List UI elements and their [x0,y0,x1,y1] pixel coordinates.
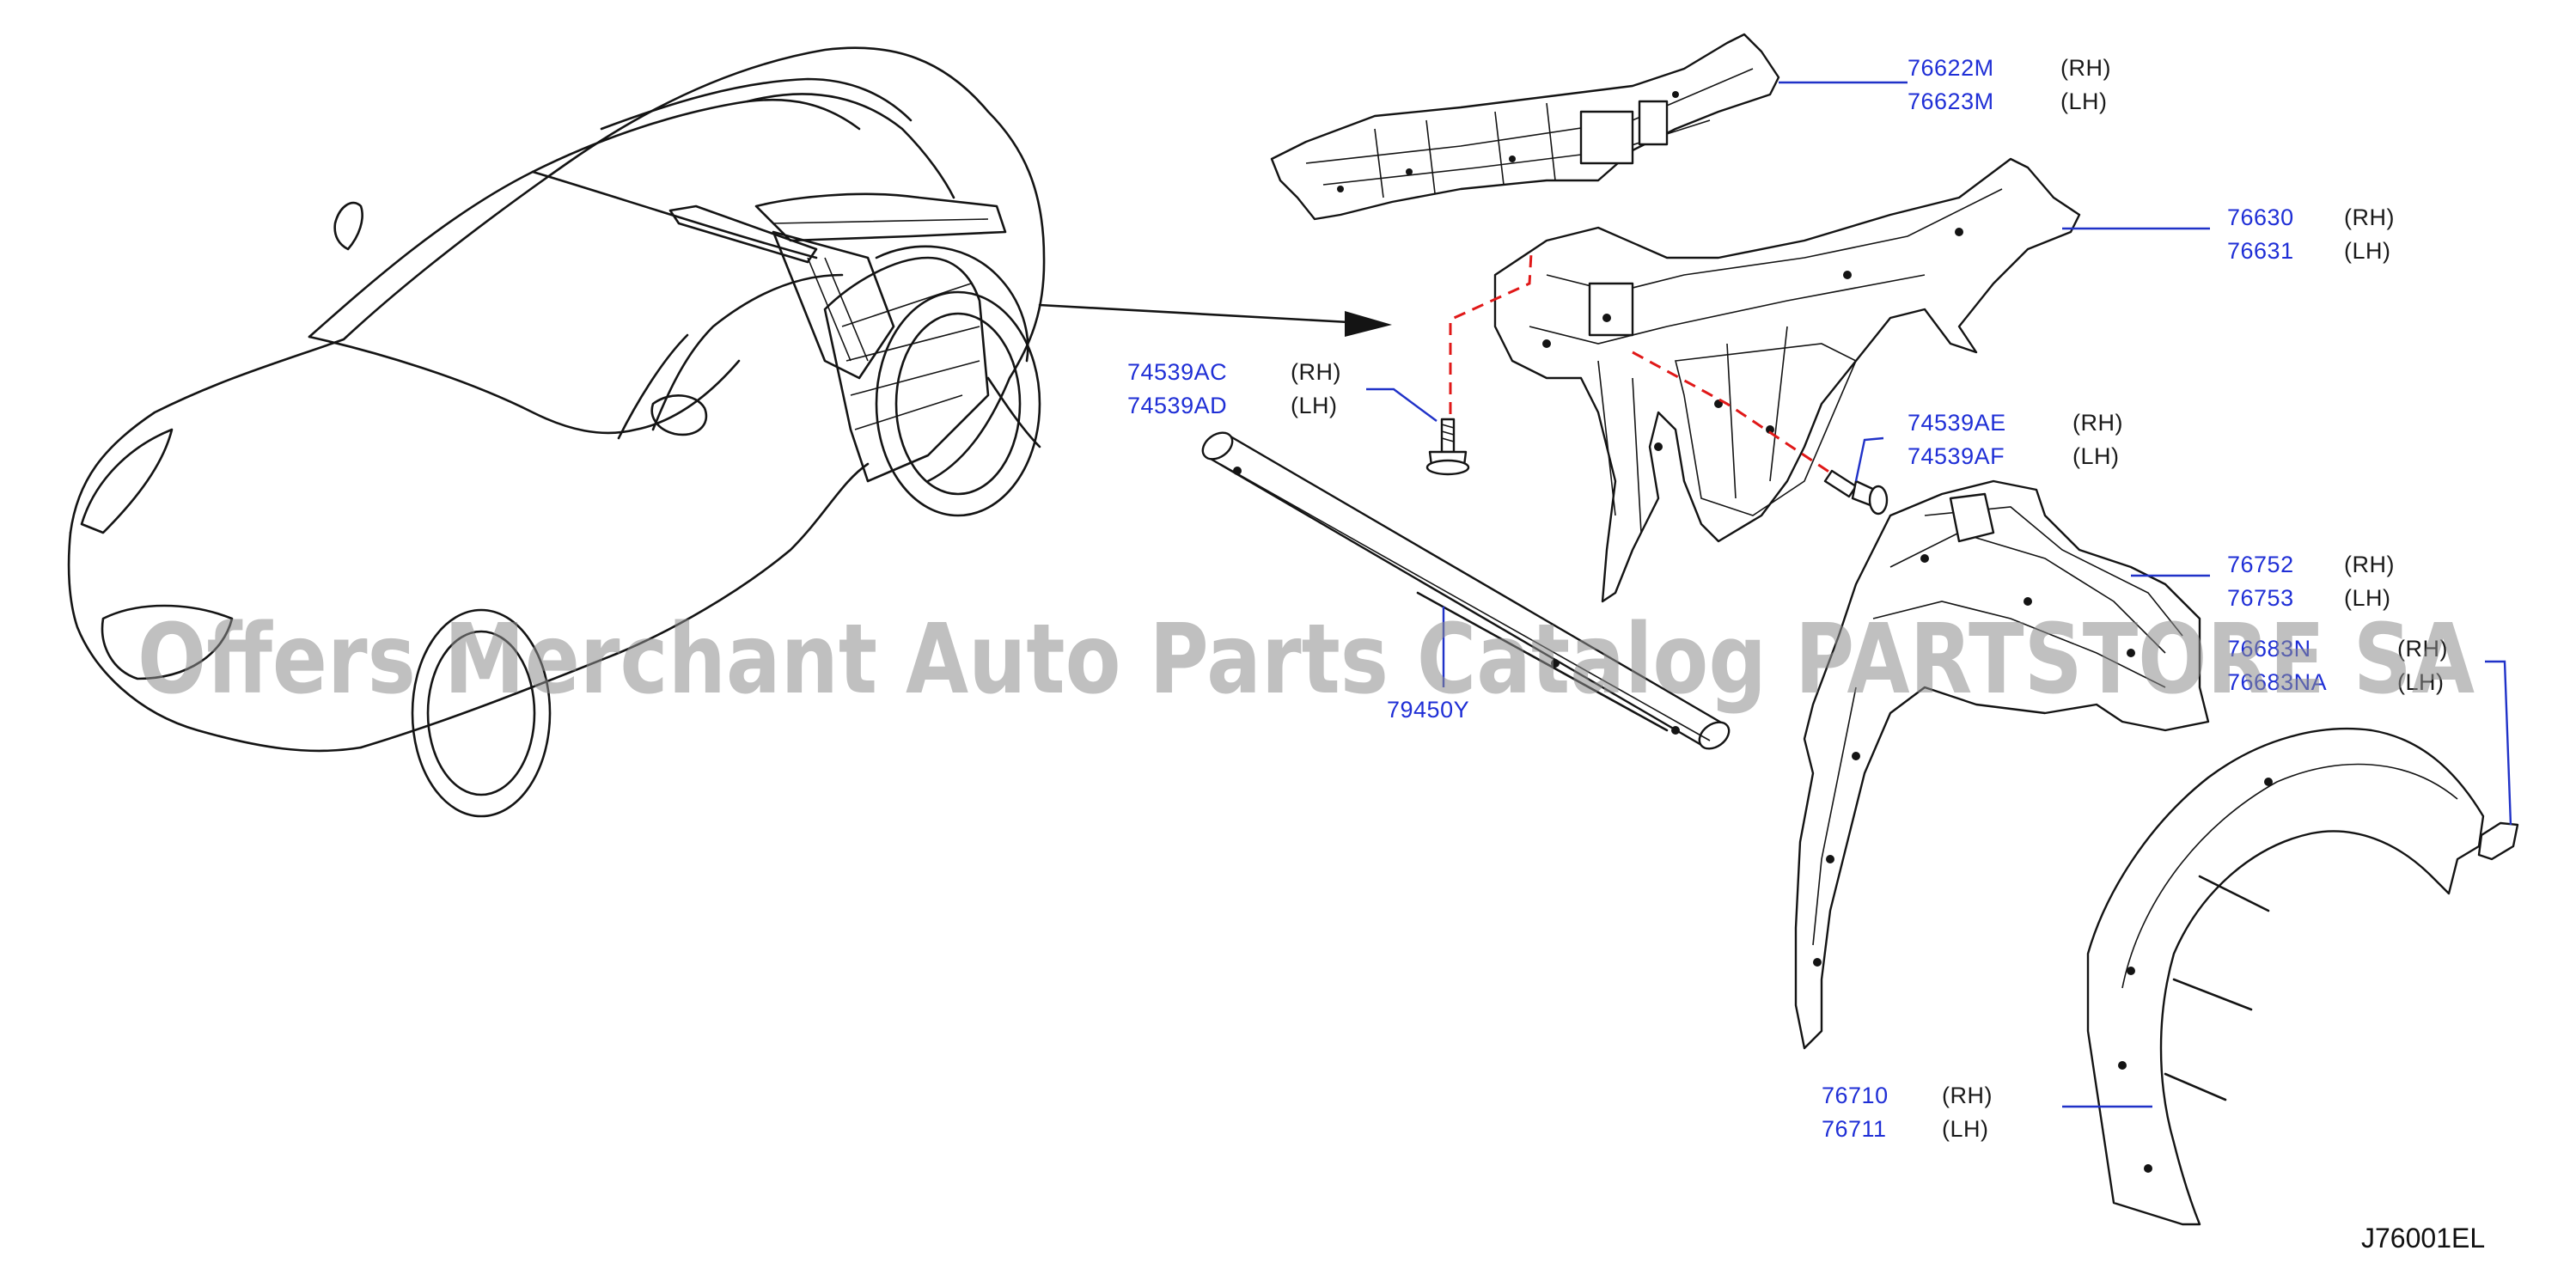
callout-74539ae: 74539AE (RH) [1908,410,2123,436]
part-number-74539ac: 74539AC [1127,359,1227,385]
side-label-rh: (RH) [2072,410,2123,436]
upper-rail-part-76622m [1270,33,1780,221]
side-label-lh: (LH) [2397,669,2445,695]
side-label-lh: (LH) [2072,443,2120,469]
callout-74539ad: 74539AD (LH) [1127,393,1338,418]
side-label-rh: (RH) [1291,359,1341,385]
callout-76752: 76752 (RH) [2227,552,2395,577]
part-number-76753: 76753 [2227,585,2294,611]
callout-74539af: 74539AF (LH) [1908,443,2120,469]
bolt-part-74539ac [1425,418,1470,476]
part-number-76683n: 76683N [2227,636,2311,662]
side-label-lh: (LH) [1291,393,1338,418]
side-label-lh: (LH) [1942,1116,1989,1142]
part-number-74539af: 74539AF [1908,443,2005,469]
diagram-code: J76001EL [2361,1223,2485,1254]
part-number-76631: 76631 [2227,238,2294,264]
pad-part-76683n [2477,821,2519,861]
side-label-lh: (LH) [2344,585,2391,611]
side-label-lh: (LH) [2344,238,2391,264]
callout-76753: 76753 (LH) [2227,585,2391,611]
callout-79450y: 79450Y [1387,697,1469,723]
callout-76683n: 76683N (RH) [2227,636,2448,662]
bolt-part-74539ae [1823,469,1889,515]
car-overview-illustration [67,46,1046,818]
callout-76622m: 76622M (RH) [1908,55,2111,81]
wheelhouse-outer-part-76710 [2086,727,2485,1226]
callout-76630: 76630 (RH) [2227,204,2395,230]
part-number-76752: 76752 [2227,552,2294,577]
part-number-74539ad: 74539AD [1127,393,1227,418]
side-label-lh: (LH) [2060,88,2108,114]
callout-76623m: 76623M (LH) [1908,88,2108,114]
callout-74539ac: 74539AC (RH) [1127,359,1341,385]
tube-part-79450y [1201,431,1731,750]
part-number-76710: 76710 [1822,1083,1889,1108]
part-number-76630: 76630 [2227,204,2294,230]
side-label-rh: (RH) [2344,204,2395,230]
wheelhouse-part-76752 [1794,479,2210,1050]
part-number-76622m: 76622M [1908,55,1994,81]
callout-76631: 76631 (LH) [2227,238,2391,264]
side-label-rh: (RH) [2060,55,2111,81]
leader-lines [1366,81,2512,1108]
side-label-rh: (RH) [1942,1083,1993,1108]
part-number-76683na: 76683NA [2227,669,2327,695]
pillar-part-76630 [1493,157,2081,603]
part-number-76623m: 76623M [1908,88,1994,114]
side-label-rh: (RH) [2344,552,2395,577]
side-label-rh: (RH) [2397,636,2448,662]
pointer-arrow [1038,303,1392,337]
watermark-text: Offers Merchant Auto Parts Catalog PARTS… [137,604,2475,716]
callout-76710: 76710 (RH) [1822,1083,1993,1108]
callout-76711: 76711 (LH) [1822,1116,1989,1142]
part-number-74539ae: 74539AE [1908,410,2006,436]
part-number-79450y: 79450Y [1387,697,1469,723]
part-number-76711: 76711 [1822,1116,1887,1142]
callout-76683na: 76683NA (LH) [2227,669,2445,695]
